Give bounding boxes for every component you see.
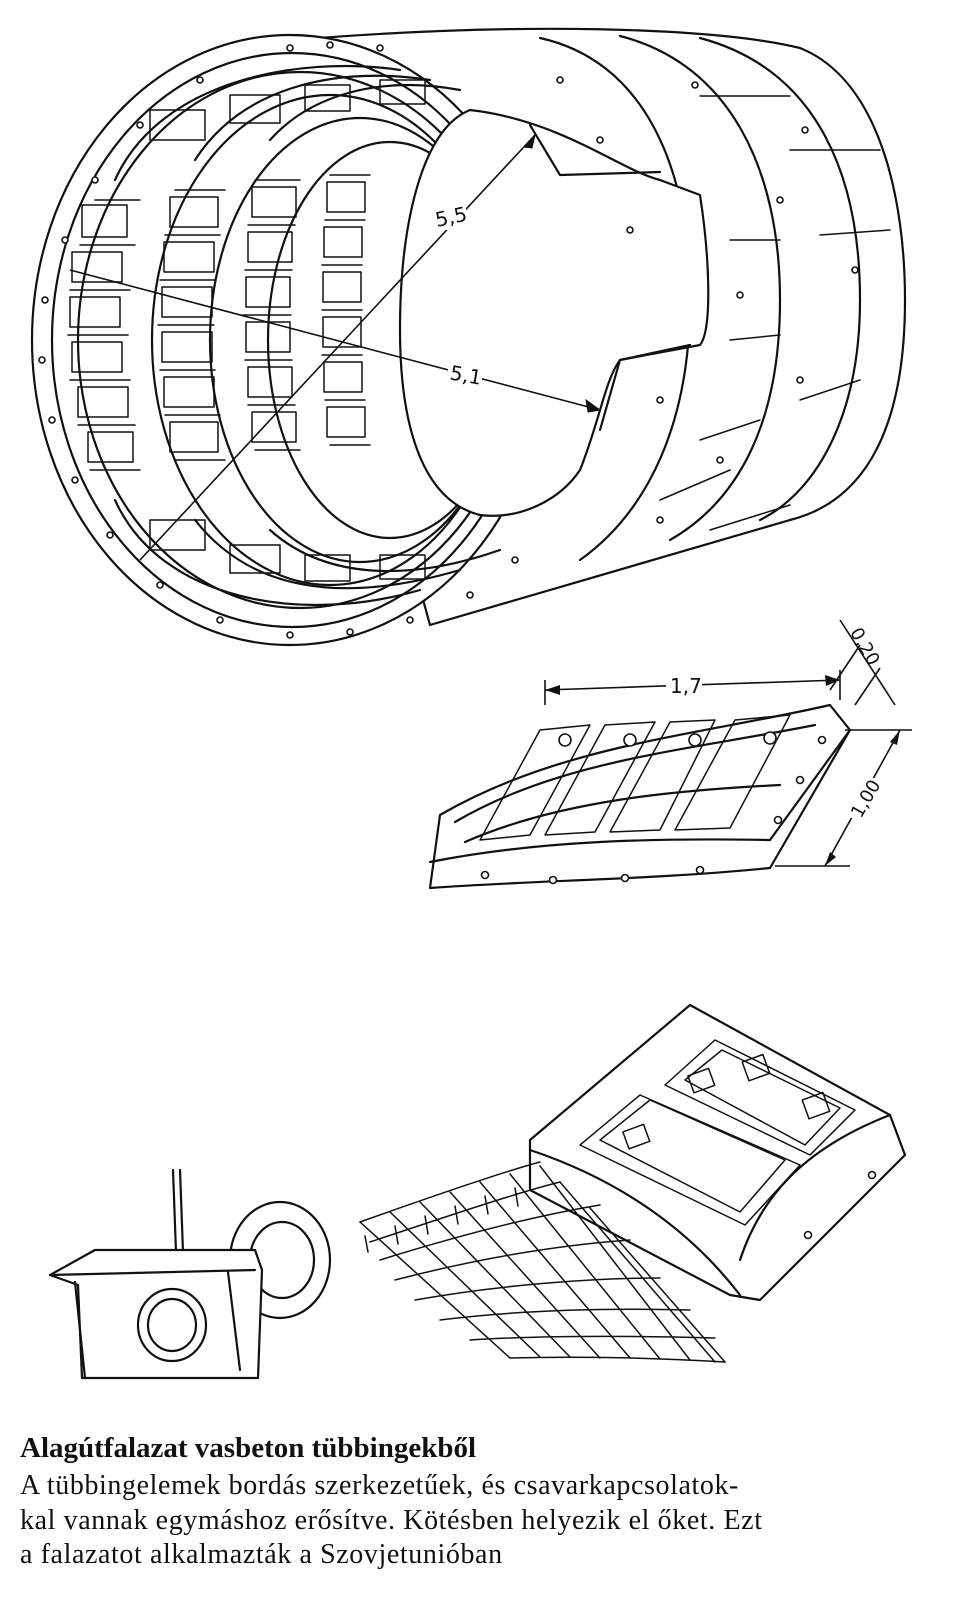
reinforced-segment-body bbox=[528, 1003, 907, 1302]
segment-pocket-1 bbox=[479, 724, 591, 841]
reinforcement-mesh bbox=[359, 1161, 726, 1363]
ring-seam-3 bbox=[698, 36, 862, 522]
segment-pocket-2 bbox=[544, 721, 656, 836]
segment-width-label: 1,7 bbox=[670, 674, 702, 698]
caption-line-1: A tübbingelemek bordás szerkezetűek, és … bbox=[20, 1470, 739, 1502]
outer-diameter-line bbox=[139, 134, 536, 561]
figure-caption: Alagútfalazat vasbeton tübbingekből A tü… bbox=[20, 1432, 955, 1572]
caption-title: Alagútfalazat vasbeton tübbingekből bbox=[20, 1432, 477, 1464]
tunnel-ring-assembly: 5,5 5,1 bbox=[30, 27, 907, 647]
segment-pocket-4 bbox=[674, 714, 791, 831]
segment-pocket-3 bbox=[609, 719, 716, 833]
mould-box bbox=[48, 1248, 264, 1380]
reinforced-segment bbox=[359, 1003, 907, 1363]
caption-line-2: kal vannak egymáshoz erősítve. Kötésben … bbox=[20, 1504, 763, 1536]
tubbing-lining-illustration: 5,5 5,1 1,7 bbox=[30, 27, 912, 1380]
caption-body: A tübbingelemek bordás szerkezetűek, és … bbox=[20, 1469, 955, 1571]
mould-detail bbox=[48, 1168, 332, 1380]
front-ring-bolt-holes bbox=[38, 41, 859, 639]
ring-seam-2 bbox=[618, 34, 782, 542]
mould-rod bbox=[171, 1168, 178, 1254]
tunnel-inner-opening bbox=[398, 108, 710, 517]
inner-diameter-line bbox=[69, 269, 601, 411]
segment-thickness-label: 0,20 bbox=[845, 624, 883, 669]
caption-line-3: a falazatot alkalmazták a Szovjetunióban bbox=[20, 1538, 503, 1570]
inner-diameter-label: 5,1 bbox=[448, 361, 483, 390]
segment-detail: 1,7 0,20 1,00 bbox=[428, 619, 912, 890]
coffer-grid bbox=[67, 79, 426, 582]
